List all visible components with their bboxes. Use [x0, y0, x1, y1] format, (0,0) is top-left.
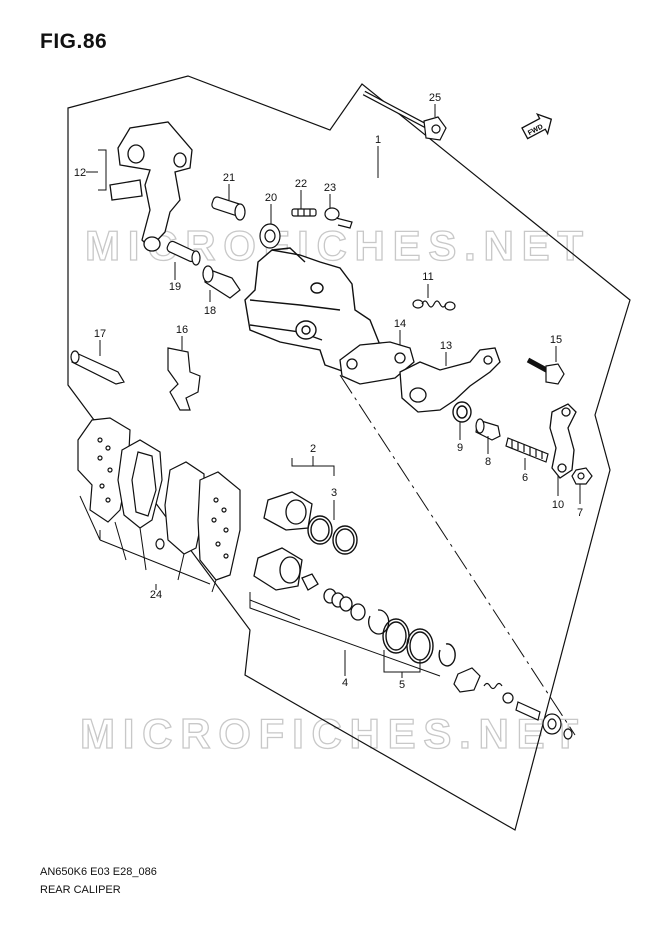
part-8-plunger: [475, 418, 501, 441]
callout-19: 19: [169, 281, 181, 293]
part-14-gasket: [339, 341, 415, 385]
part-12-bracket: [109, 121, 193, 252]
callout-6: 6: [522, 472, 528, 484]
callout-12: 12: [74, 167, 86, 179]
callout-24: 24: [150, 589, 162, 601]
part-18-boot: [202, 265, 241, 299]
part-6-screw: [505, 437, 549, 463]
part-24-pads: [77, 417, 241, 581]
part-5-seals: [382, 618, 456, 667]
part-15-bolt: [526, 357, 565, 385]
callout-3: 3: [331, 487, 337, 499]
part-2-piston: [263, 491, 313, 531]
callout-18: 18: [204, 305, 216, 317]
fwd-arrow-icon: FWD: [521, 113, 553, 140]
callout-9: 9: [457, 442, 463, 454]
callout-2: 2: [310, 443, 316, 455]
figure-name: REAR CALIPER: [40, 884, 121, 896]
callout-5: 5: [399, 679, 405, 691]
callout-23: 23: [324, 182, 336, 194]
callout-22: 22: [295, 178, 307, 190]
callout-15: 15: [550, 334, 562, 346]
part-21-pin: [211, 196, 246, 221]
part-adjuster-hardware: [453, 667, 573, 740]
part-16-clip: [167, 347, 201, 411]
part-4-piston-assy: [253, 547, 390, 635]
callout-13: 13: [440, 340, 452, 352]
part-22-bleeder: [291, 208, 317, 217]
part-7-nut: [571, 467, 593, 485]
callout-4: 4: [342, 677, 348, 689]
part-20-boot: [259, 223, 281, 249]
figure-title: FIG.86: [40, 30, 108, 53]
callout-16: 16: [176, 324, 188, 336]
callout-25: 25: [429, 92, 441, 104]
callout-21: 21: [223, 172, 235, 184]
axis-dash-line: [339, 374, 576, 736]
part-23-cap: [324, 207, 353, 229]
assembly-frame: [67, 75, 631, 831]
part-13-lever: [399, 347, 501, 413]
callout-14: 14: [394, 318, 406, 330]
callout-1: 1: [375, 134, 381, 146]
part-19-pin: [166, 240, 201, 266]
callout-11: 11: [422, 271, 433, 283]
callout-8: 8: [485, 456, 491, 468]
figure-code: AN650K6 E03 E28_086: [40, 866, 157, 878]
leader-lines: [79, 104, 581, 678]
callout-10: 10: [552, 499, 564, 511]
part-25-bolt: [362, 90, 447, 141]
part-17-pin: [70, 350, 125, 385]
callout-17: 17: [94, 328, 106, 340]
watermark-bottom: MICROFICHES.NET: [80, 710, 580, 757]
callout-20: 20: [265, 192, 277, 204]
part-11-spring: [412, 299, 456, 311]
part-10-arm: [549, 403, 577, 479]
part-1-caliper-body: [244, 247, 381, 373]
part-3-seals: [307, 515, 358, 555]
part-9-seal: [452, 401, 472, 423]
callout-7: 7: [577, 507, 583, 519]
